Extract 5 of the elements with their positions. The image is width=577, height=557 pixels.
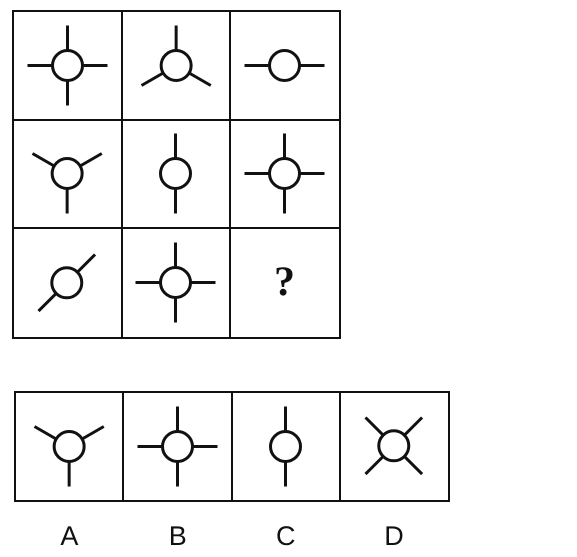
option-letter: C [276,522,296,550]
option-letter: D [384,522,404,550]
option-letter: A [60,522,78,550]
option-letter: B [168,522,187,550]
question-mark: ? [274,261,295,304]
